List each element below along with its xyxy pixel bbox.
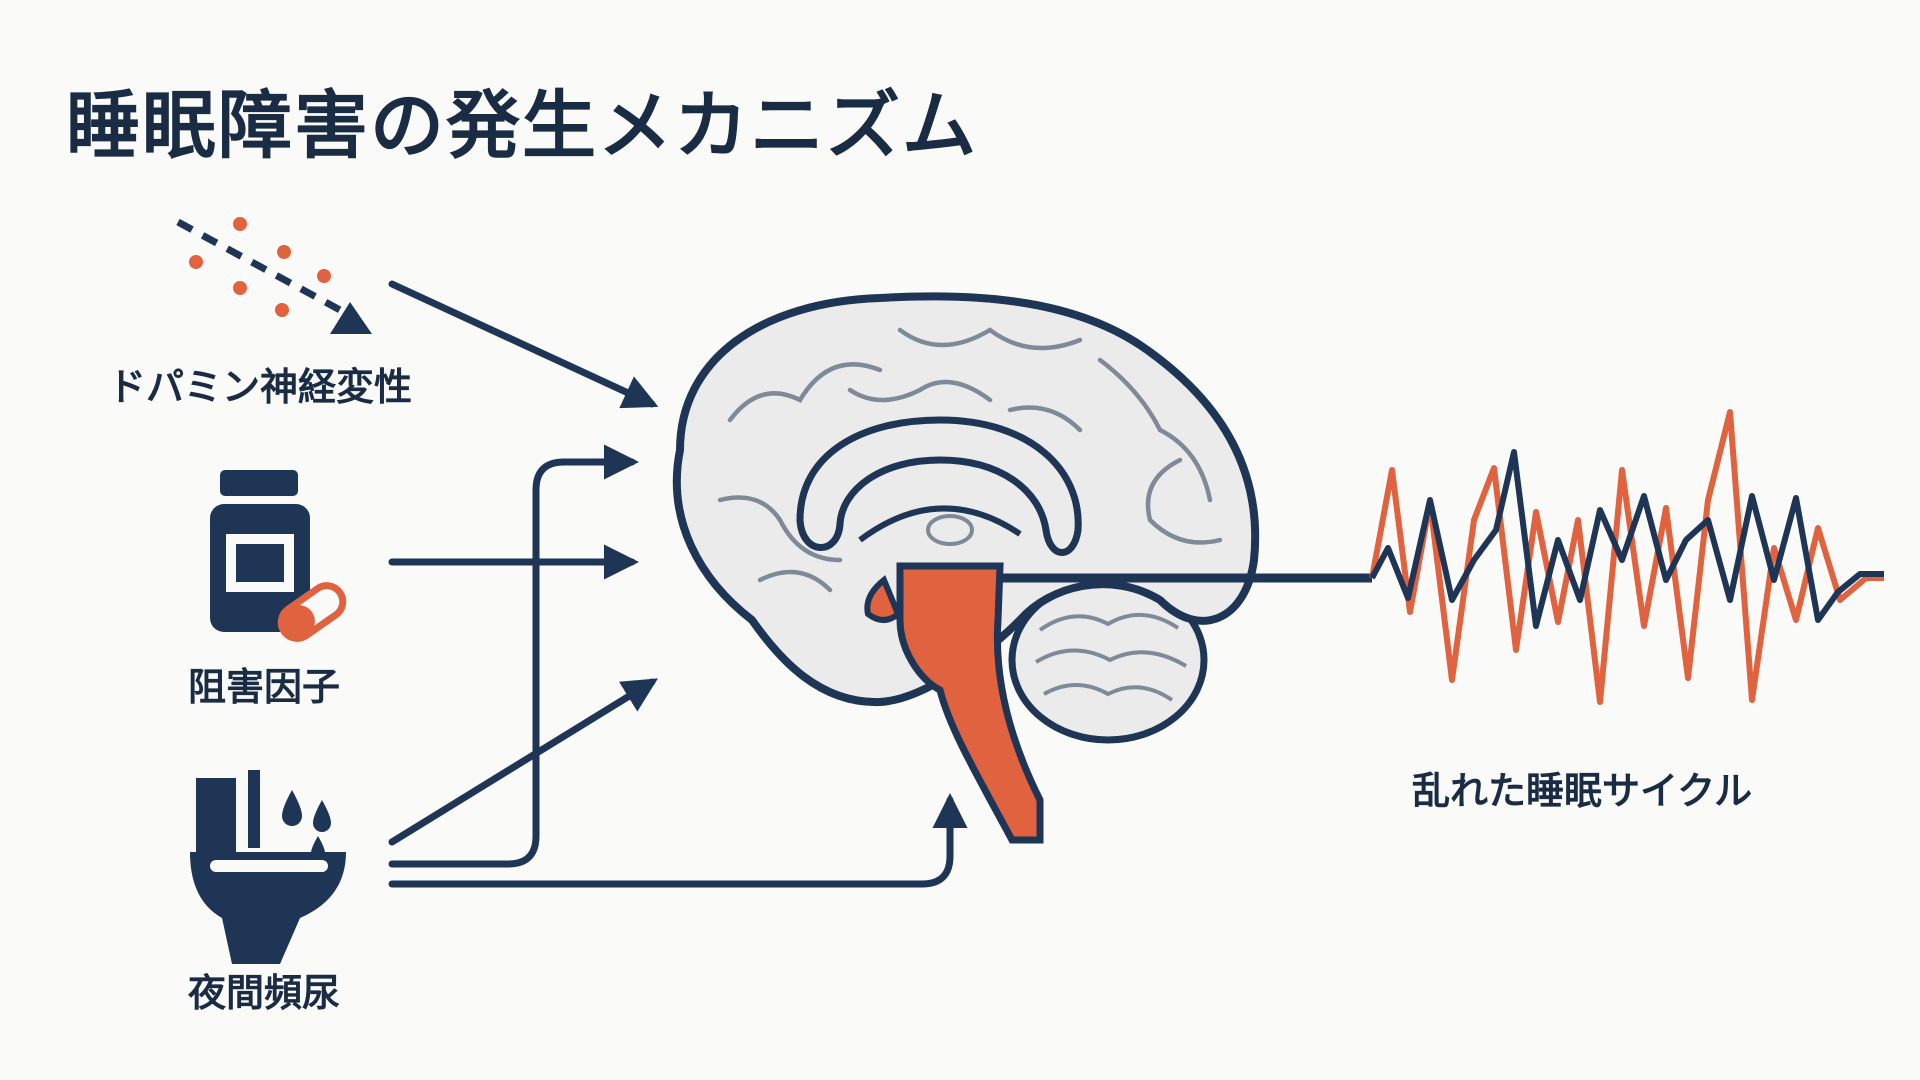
arrow-dopamine-to-brain	[388, 280, 659, 409]
capsule-icon	[277, 582, 347, 642]
medicine-bottle-icon	[210, 470, 310, 632]
arrow-nocturia-diag-to-brain	[388, 678, 658, 846]
disrupted-sleep-cycle-label: 乱れた睡眠サイクル	[1412, 769, 1753, 813]
corpus-callosum	[796, 416, 1082, 556]
factor-arrows	[388, 280, 968, 888]
wave-orange	[1369, 409, 1884, 705]
arrow-nocturia-to-brainstem	[388, 793, 968, 888]
sleep-wave-icon	[1369, 409, 1884, 705]
water-drop-icon	[282, 790, 331, 860]
arrow-nocturia-up-to-brain	[388, 444, 639, 868]
toilet-icon	[190, 770, 346, 964]
cerebrum	[672, 292, 1260, 707]
dopamine-degeneration-label: ドパミン神経変性	[108, 365, 413, 409]
wave-navy	[1369, 449, 1884, 629]
inhibitor-label: 阻害因子	[188, 665, 341, 709]
brain-icon	[672, 292, 1372, 844]
dopamine-dots-icon	[176, 217, 372, 334]
nocturia-label: 夜間頻尿	[188, 971, 341, 1015]
page-title: 睡眠障害の発生メカニズム	[66, 83, 978, 169]
brainstem	[896, 562, 1044, 844]
